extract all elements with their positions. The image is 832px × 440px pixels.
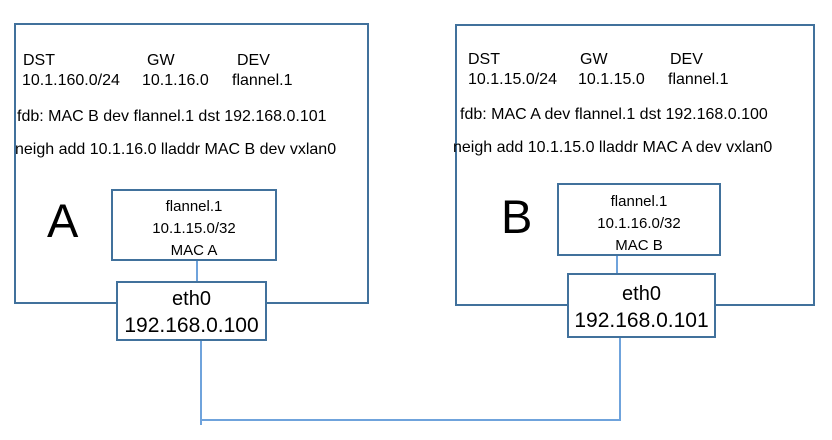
host-b-route-header-dev: DEV <box>670 51 703 68</box>
host-b-eth0-downlink-line <box>619 338 621 421</box>
host-a-flannel-to-eth0-link-line <box>196 261 198 281</box>
host-a-label: A <box>47 194 79 247</box>
host-a-flannel-interface-box: flannel.1 10.1.15.0/32 MAC A <box>111 189 277 261</box>
host-a-eth0-interface-box: eth0 192.168.0.100 <box>116 281 267 341</box>
host-b-fdb-entry: fdb: MAC A dev flannel.1 dst 192.168.0.1… <box>460 106 768 123</box>
host-a-flannel-ip: 10.1.15.0/32 <box>152 220 236 237</box>
host-a-fdb-entry: fdb: MAC B dev flannel.1 dst 192.168.0.1… <box>17 108 327 125</box>
host-a-route-dev: flannel.1 <box>232 72 293 89</box>
host-b-label: B <box>501 190 533 243</box>
host-b-flannel-to-eth0-link-line <box>616 256 618 273</box>
host-b-flannel-ip: 10.1.16.0/32 <box>597 215 681 232</box>
host-b-flannel-name: flannel.1 <box>610 193 668 210</box>
physical-network-link-line <box>200 419 621 421</box>
host-b-eth0-interface-box: eth0 192.168.0.101 <box>567 273 716 338</box>
host-b-box <box>455 24 815 306</box>
host-a-route-gw: 10.1.16.0 <box>142 72 209 89</box>
host-a-eth0-ip: 192.168.0.100 <box>124 314 259 337</box>
host-b-route-header-gw: GW <box>580 51 608 68</box>
host-b-route-gw: 10.1.15.0 <box>578 71 645 88</box>
host-b-route-dst: 10.1.15.0/24 <box>468 71 557 88</box>
host-a-neigh-entry: neigh add 10.1.16.0 lladdr MAC B dev vxl… <box>15 141 337 158</box>
host-a-route-header-dst: DST <box>23 52 55 69</box>
host-a-route-header-dev: DEV <box>237 52 270 69</box>
host-b-route-header-dst: DST <box>468 51 500 68</box>
host-a-flannel-name: flannel.1 <box>165 198 223 215</box>
host-a-eth0-name: eth0 <box>172 288 211 310</box>
host-a-route-dst: 10.1.160.0/24 <box>22 72 120 89</box>
host-a-route-header-gw: GW <box>147 52 175 69</box>
host-b-eth0-name: eth0 <box>622 283 661 305</box>
host-b-route-dev: flannel.1 <box>668 71 729 88</box>
host-b-flannel-mac: MAC B <box>615 237 663 254</box>
host-b-eth0-ip: 192.168.0.101 <box>574 309 709 332</box>
host-b-flannel-interface-box: flannel.1 10.1.16.0/32 MAC B <box>557 183 721 256</box>
host-a-flannel-mac: MAC A <box>170 242 218 259</box>
host-a-eth0-downlink-line <box>200 341 202 425</box>
host-b-neigh-entry: neigh add 10.1.15.0 lladdr MAC A dev vxl… <box>453 139 773 156</box>
